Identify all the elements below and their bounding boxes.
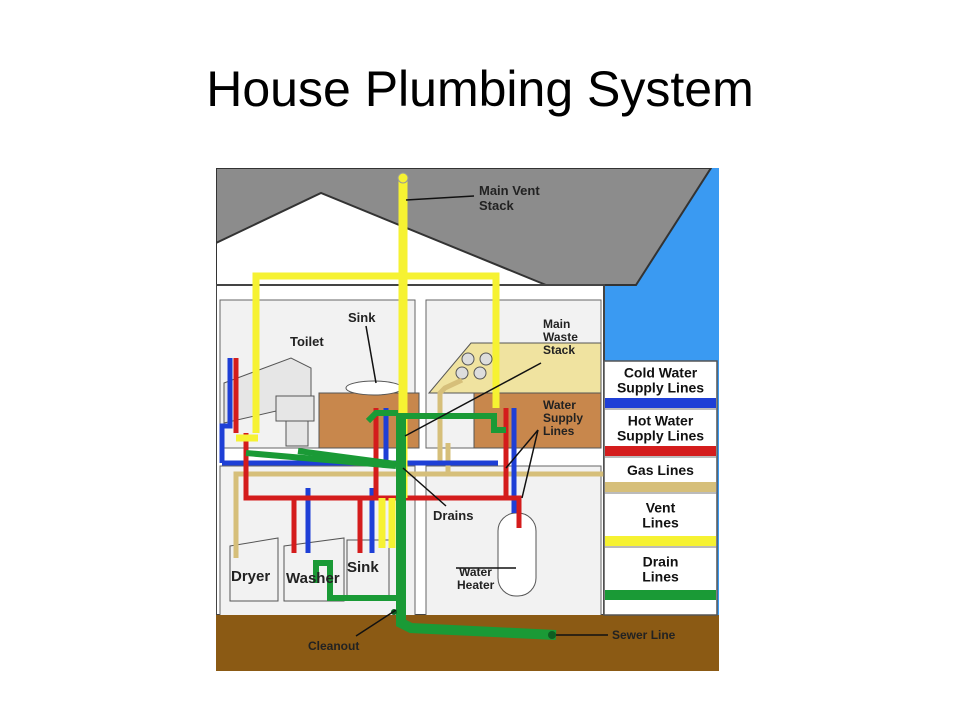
label-washer: Washer [286, 570, 340, 587]
main-waste-stack [396, 413, 557, 640]
burner-icon [461, 352, 475, 366]
burner-icon [455, 366, 469, 380]
gas-line [437, 377, 464, 463]
leader-line [365, 325, 377, 384]
toilet-base [285, 420, 309, 447]
leader-line [402, 467, 447, 507]
sewer-line-marker [548, 631, 556, 639]
dryer [229, 537, 279, 602]
drain-line [365, 410, 398, 424]
leader-line [355, 609, 397, 637]
vent-line [252, 272, 500, 433]
label-water-heater: Water Heater [457, 565, 495, 592]
laundry-sink [346, 539, 390, 599]
legend-swatch [605, 398, 716, 408]
vent-cap [397, 172, 409, 184]
cold-water-line [219, 358, 233, 463]
leader-line [404, 362, 542, 437]
label-main-waste-stack: Main Waste Stack [543, 317, 581, 357]
gas-line [233, 471, 604, 558]
burner-icon [479, 352, 493, 366]
plumbing-diagram: Main Vent Stack Sink Toilet Main Waste S… [216, 168, 719, 671]
label-sink-upper: Sink [348, 310, 376, 325]
label-toilet: Toilet [290, 334, 324, 349]
legend-label: Gas Lines [627, 462, 694, 478]
legend-swatch [605, 590, 716, 600]
legend-swatch [605, 482, 716, 492]
ground [216, 615, 719, 671]
slide-title: House Plumbing System [206, 61, 754, 117]
label-drains: Drains [433, 508, 473, 523]
leader-line [405, 195, 475, 201]
legend-swatch [605, 446, 716, 456]
drain-line [245, 450, 397, 469]
label-water-supply-lines: Water Supply Lines [543, 398, 586, 438]
bathroom-sink-basin [345, 380, 403, 396]
label-sewer-line: Sewer Line [612, 628, 676, 642]
drain-line [313, 560, 396, 601]
label-sink-lower: Sink [347, 559, 379, 576]
label-cleanout: Cleanout [308, 639, 359, 653]
leader-line [521, 429, 539, 499]
toilet-tank [275, 395, 315, 422]
label-dryer: Dryer [231, 568, 270, 585]
drain-line [297, 448, 397, 467]
leader-line [505, 429, 539, 469]
burner-icon [473, 366, 487, 380]
drain-line [401, 413, 506, 433]
legend-swatch [605, 536, 716, 546]
label-main-vent-stack: Main Vent Stack [479, 183, 543, 213]
